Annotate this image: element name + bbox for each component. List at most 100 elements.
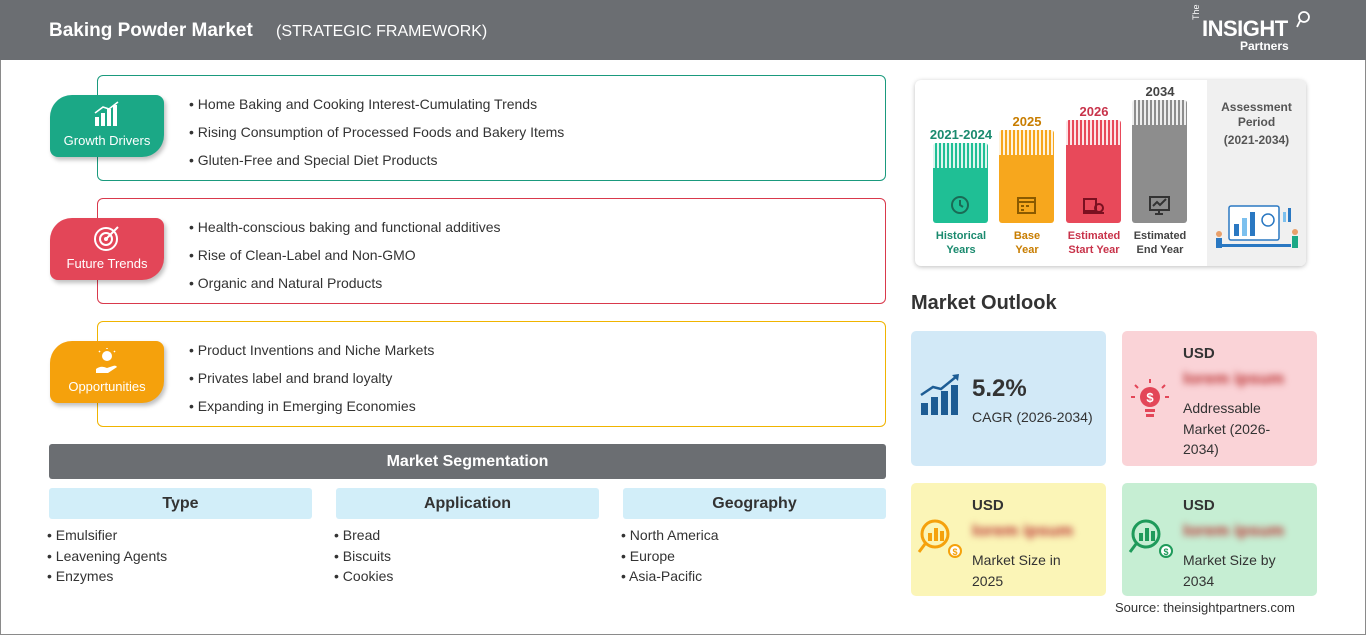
magnifier-coins-icon: $	[1128, 519, 1173, 558]
timeline-pillar	[1066, 120, 1121, 223]
size-2025-label: Market Size in 2025	[972, 550, 1061, 591]
size-2025-label-line: 2025	[972, 572, 1004, 589]
pillar-year: 2021-2024	[929, 127, 993, 142]
pillar-year: 2026	[1079, 104, 1109, 119]
cagr-value: 5.2%	[972, 375, 1027, 402]
timeline-pillar	[999, 130, 1054, 223]
cagr-label: CAGR (2026-2034)	[972, 409, 1093, 425]
magnifier-coins-icon: $	[917, 519, 962, 558]
growth-drivers-badge: Growth Drivers	[50, 95, 164, 157]
logo-magnifier-icon	[1296, 11, 1310, 28]
end-year-icon	[1149, 196, 1170, 215]
insight-partners-logo[interactable]: The INSIGHT Partners	[1188, 4, 1318, 54]
segment-item: Enzymes	[47, 566, 312, 587]
size-2034-value: lorem ipsum	[1183, 521, 1285, 540]
pillar-stripes	[1066, 120, 1121, 145]
segment-item: Bread	[334, 525, 599, 546]
size-2025-currency: USD	[972, 497, 1004, 514]
assessment-period-title: Assessment Period	[1221, 100, 1292, 129]
future-trends-box: Health-conscious baking and functional a…	[97, 198, 886, 304]
history-icon	[951, 196, 969, 214]
addressable-label-line: 2034)	[1183, 441, 1219, 457]
pillar-caption-line: Historical	[935, 230, 987, 242]
cagr-tile: 5.2% CAGR (2026-2034)	[911, 331, 1106, 466]
badge-label: Future Trends	[66, 256, 148, 271]
segment-head: Geography	[623, 488, 886, 519]
start-year-icon	[1083, 198, 1104, 214]
growth-chart-icon	[920, 374, 959, 415]
addressable-label-line: Market (2026-	[1183, 420, 1271, 437]
pillar-caption-line: Estimated	[1133, 230, 1187, 242]
segment-type: Type Emulsifier Leavening Agents Enzymes	[49, 488, 312, 587]
idea-hand-icon	[96, 348, 117, 373]
segment-item: Biscuits	[334, 546, 599, 567]
opportunities-box: Product Inventions and Niche Markets Pri…	[97, 321, 886, 427]
size-2025-value: lorem ipsum	[972, 521, 1074, 540]
size-2025-label-line: Market Size in	[972, 552, 1061, 568]
assessment-period-range: (2021-2034)	[1223, 133, 1290, 147]
logo-insight: INSIGHT	[1202, 16, 1288, 41]
timeline-pillar	[933, 143, 988, 223]
segment-head: Type	[49, 488, 312, 519]
list-item: Organic and Natural Products	[189, 273, 501, 301]
pillar-caption-line: Start Year	[1068, 244, 1120, 256]
calendar-icon	[1017, 197, 1036, 214]
svg-text:$: $	[1146, 390, 1154, 405]
segment-item: North America	[621, 525, 886, 546]
market-outlook-title: Market Outlook	[911, 292, 1057, 314]
logo-partners: Partners	[1240, 39, 1289, 53]
analytics-illustration-icon	[1216, 205, 1298, 248]
pillar-caption-line: End Year	[1136, 244, 1184, 256]
pillar-stripes	[1132, 100, 1187, 125]
addressable-label-line: Addressable	[1183, 400, 1261, 416]
segment-geography: Geography North America Europe Asia-Paci…	[623, 488, 886, 587]
segment-item: Leavening Agents	[47, 546, 312, 567]
list-item: Rise of Clean-Label and Non-GMO	[189, 245, 501, 273]
addressable-market-tile: $ USD lorem ipsum Addressable Market (20…	[1122, 331, 1317, 466]
list-item: Rising Consumption of Processed Foods an…	[189, 122, 565, 150]
addressable-label: Addressable Market (2026- 2034)	[1183, 398, 1270, 460]
market-size-2025-tile: $ USD lorem ipsum Market Size in 2025	[911, 483, 1106, 596]
list-item: Expanding in Emerging Economies	[189, 396, 434, 424]
list-item: Privates label and brand loyalty	[189, 368, 434, 396]
growth-chart-icon	[94, 101, 119, 126]
addressable-currency: USD	[1183, 345, 1215, 362]
addressable-value: lorem ipsum	[1183, 369, 1285, 388]
timeline-pillar	[1132, 100, 1187, 223]
future-trends-badge: Future Trends	[50, 218, 164, 280]
size-2034-label: Market Size by 2034	[1183, 550, 1276, 591]
page-subtitle: (STRATEGIC FRAMEWORK)	[276, 23, 488, 40]
logo-the: The	[1191, 4, 1201, 20]
pillar-caption-line: Base	[1013, 230, 1041, 242]
list-item: Product Inventions and Niche Markets	[189, 340, 435, 368]
badge-label: Growth Drivers	[63, 133, 151, 148]
list-item: Home Baking and Cooking Interest-Cumulat…	[189, 94, 564, 122]
target-icon	[94, 226, 119, 251]
pillar-caption-line: Estimated	[1067, 230, 1121, 242]
list-item: Gluten-Free and Special Diet Products	[189, 150, 564, 178]
pillar-caption-line: Years	[946, 244, 976, 256]
segment-item: Europe	[621, 546, 886, 567]
pillar-stripes	[999, 130, 1054, 155]
size-2034-label-line: 2034	[1183, 572, 1215, 589]
segment-item: Cookies	[334, 566, 599, 587]
source-note: Source: theinsightpartners.com	[1115, 600, 1295, 615]
segment-item: Asia-Pacific	[621, 566, 886, 587]
pillar-year: 2034	[1145, 84, 1175, 99]
svg-text:$: $	[1163, 547, 1168, 557]
assessment-period-panel: Assessment Period (2021-2034)	[1207, 80, 1306, 266]
opportunities-badge: Opportunities	[50, 341, 164, 403]
size-2034-currency: USD	[1183, 497, 1215, 514]
page-title: Baking Powder Market	[49, 20, 253, 41]
pillar-stripes	[933, 143, 988, 168]
growth-drivers-box: Home Baking and Cooking Interest-Cumulat…	[97, 75, 886, 181]
segment-head: Application	[336, 488, 599, 519]
segmentation-title: Market Segmentation	[49, 444, 886, 479]
badge-label: Opportunities	[68, 379, 146, 394]
pillar-caption-line: Year	[1015, 244, 1039, 256]
header-bar: Baking Powder Market (STRATEGIC FRAMEWOR…	[0, 0, 1366, 60]
segment-item: Emulsifier	[47, 525, 312, 546]
market-size-2034-tile: $ USD lorem ipsum Market Size by 2034	[1122, 483, 1317, 596]
